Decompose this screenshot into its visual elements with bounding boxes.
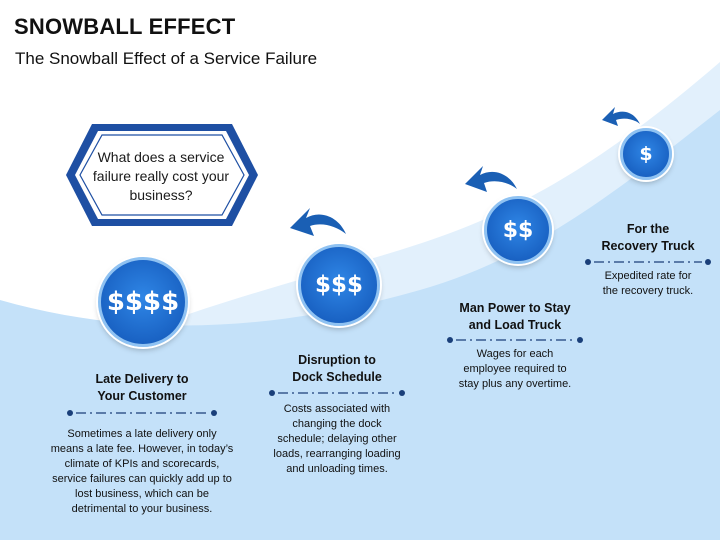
money-coin-icon: $$ [484, 196, 552, 264]
money-coin-icon: $$$$ [98, 257, 188, 347]
curved-arrow-icon [465, 166, 517, 192]
question-text: What does a service failure really cost … [92, 149, 230, 203]
dash-divider [447, 337, 583, 343]
question-hexagon [66, 124, 258, 226]
dash-divider [67, 410, 217, 416]
money-coin-icon: $$$ [298, 244, 380, 326]
money-coin-icon: $ [620, 128, 672, 180]
dash-divider [269, 390, 405, 396]
dash-divider [585, 259, 711, 265]
page-subtitle: The Snowball Effect of a Service Failure [15, 49, 318, 68]
curved-arrow-icon [602, 107, 640, 126]
curved-arrow-icon [290, 208, 346, 236]
page-title: SNOWBALL EFFECT [14, 14, 236, 39]
